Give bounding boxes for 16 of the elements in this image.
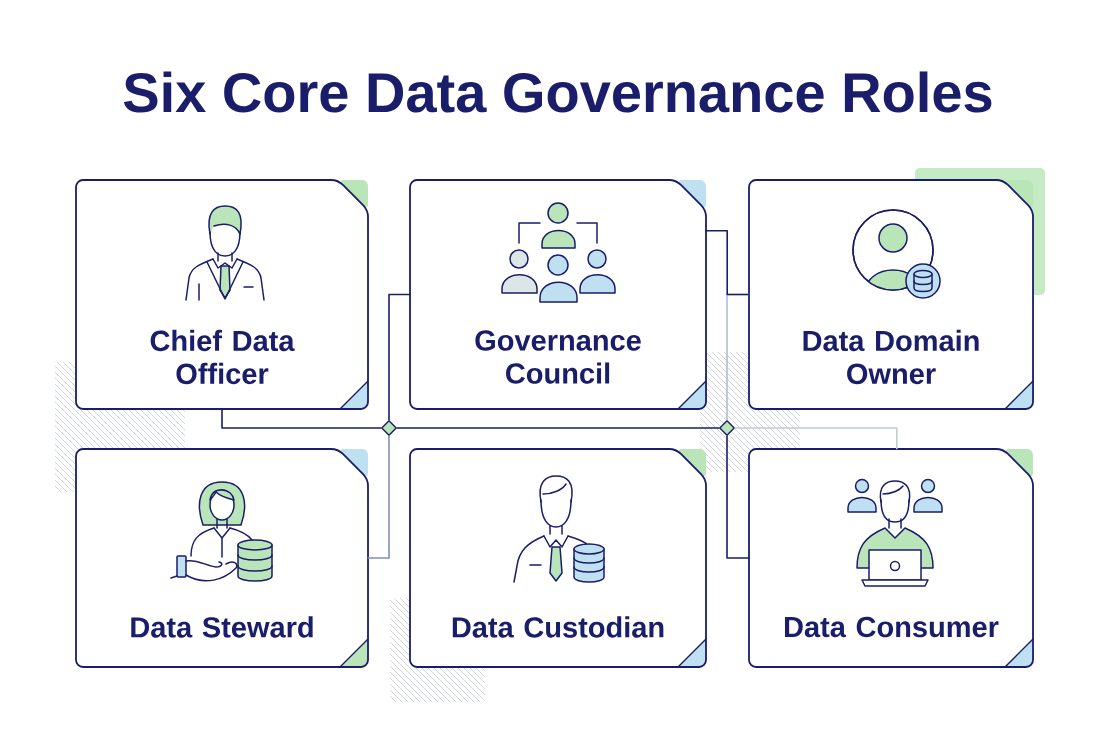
role-card: Chief Data Officer xyxy=(75,179,369,410)
role-card: Data Domain Owner xyxy=(748,179,1034,410)
connector-line xyxy=(726,435,750,559)
title: Six Core Data Governance Roles xyxy=(123,71,992,113)
connector-line xyxy=(367,435,390,559)
role-card: Data Steward xyxy=(75,448,369,668)
role-card: Data Consumer xyxy=(748,448,1034,668)
role-card: Governance Council xyxy=(409,179,707,410)
connector-line xyxy=(221,408,382,429)
connector-line xyxy=(396,427,720,429)
connector-line xyxy=(388,293,411,421)
connector-line xyxy=(705,230,750,296)
role-card: Data Custodian xyxy=(409,448,707,668)
junction-diamond xyxy=(719,420,735,436)
connector-line xyxy=(734,427,898,450)
junction-diamond xyxy=(381,420,397,436)
